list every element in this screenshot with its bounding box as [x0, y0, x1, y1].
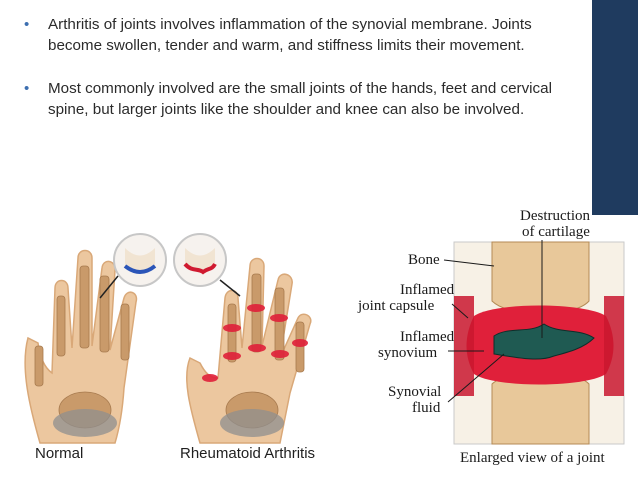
synovium-label-1: Inflamed: [400, 329, 455, 345]
joint-caption: Enlarged view of a joint: [460, 450, 606, 466]
capsule-label-2: joint capsule: [357, 298, 435, 314]
capsule-label-1: Inflamed: [400, 282, 455, 298]
bullet-item: • Arthritis of joints involves inflammat…: [22, 14, 582, 56]
accent-bar: [592, 0, 638, 215]
normal-label: Normal: [35, 445, 83, 462]
bullet-icon: •: [24, 16, 30, 33]
bullet-item: • Most commonly involved are the small j…: [22, 78, 582, 120]
hands-illustration: Normal Rheumatoid Arthritis: [24, 233, 315, 462]
ra-joint-inset: [173, 233, 227, 287]
ra-hand: [185, 257, 312, 444]
pointer-line: [219, 279, 241, 297]
normal-joint-inset: [113, 233, 167, 287]
normal-hand: [24, 249, 138, 444]
synovium-label-2: synovium: [378, 345, 438, 361]
capsule-pointer: [451, 303, 469, 319]
destruction-label-1: Destruction: [520, 208, 590, 224]
bone-label: Bone: [408, 252, 440, 268]
fluid-label-2: fluid: [412, 400, 441, 416]
joint-frame: [453, 241, 625, 445]
fluid-pointer: [447, 353, 505, 403]
bullet-icon: •: [24, 80, 30, 97]
fluid-label-1: Synovial: [388, 384, 441, 400]
bone-pointer: [443, 259, 495, 267]
bullet-text: Most commonly involved are the small joi…: [48, 80, 552, 118]
ra-label: Rheumatoid Arthritis: [180, 445, 315, 462]
pointer-line: [99, 275, 119, 299]
joint-diagram: Destruction of cartilage Bone Inflamed j…: [357, 208, 625, 466]
destruction-label-2: of cartilage: [522, 224, 590, 240]
bullet-text: Arthritis of joints involves inflammatio…: [48, 16, 532, 54]
bullet-list: • Arthritis of joints involves inflammat…: [22, 14, 582, 142]
